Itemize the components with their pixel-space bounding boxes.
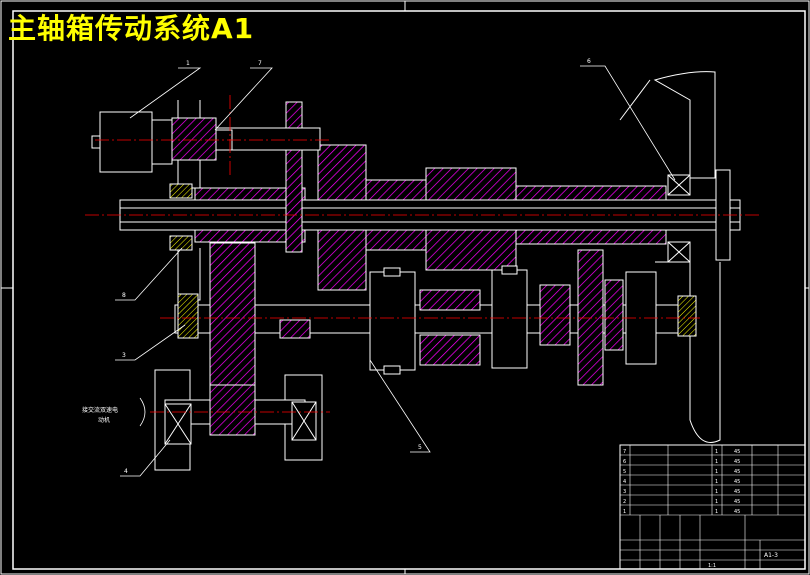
motor-housing: [91, 111, 173, 173]
part-no: 2: [623, 499, 626, 505]
annotation-line-2: 动机: [98, 416, 110, 424]
part-label-7: 7: [258, 60, 262, 67]
drawing-scale: 1:1: [708, 563, 716, 569]
annotation-line-1: 接交流双速电: [82, 406, 118, 414]
part-no: 6: [623, 459, 626, 465]
part-qty: 1: [715, 449, 718, 455]
housing-walls: [154, 71, 721, 471]
part-qty: 1: [715, 489, 718, 495]
part-material: 45: [734, 479, 740, 485]
drawing-title: 主轴箱传动系统A1: [8, 12, 255, 45]
parts-list-row: 5 1 45: [623, 469, 740, 475]
part-label-6: 6: [587, 58, 591, 65]
part-label-3: 3: [122, 352, 126, 359]
part-no: 3: [623, 489, 626, 495]
part-material: 45: [734, 489, 740, 495]
part-no: 4: [623, 479, 626, 485]
input-shaft: [171, 117, 321, 161]
part-no: 1: [623, 509, 626, 515]
drawing-number: A1-3: [764, 552, 778, 559]
part-material: 45: [734, 499, 740, 505]
part-material: 45: [734, 469, 740, 475]
parts-list-row: 7 1 45: [623, 449, 740, 455]
part-qty: 1: [715, 469, 718, 475]
part-qty: 1: [715, 479, 718, 485]
leader-lines: [115, 65, 676, 477]
parts-list-row: 2 1 45: [623, 499, 740, 505]
sliding-gears: [369, 265, 657, 375]
centerlines: [85, 95, 760, 413]
main-spindle: [119, 101, 741, 291]
part-no: 7: [623, 449, 626, 455]
part-label-4: 4: [124, 468, 128, 475]
part-no: 5: [623, 469, 626, 475]
part-label-8: 8: [122, 292, 126, 299]
parts-list-row: 3 1 45: [623, 489, 740, 495]
part-qty: 1: [715, 459, 718, 465]
motor-annotation: 接交流双速电 动机: [82, 397, 146, 427]
part-qty: 1: [715, 499, 718, 505]
part-material: 45: [734, 509, 740, 515]
parts-list-row: 1 1 45: [623, 509, 740, 515]
intermediate-shaft: [174, 242, 686, 399]
part-qty: 1: [715, 509, 718, 515]
parts-list: 7 1 45 6 1 45 5 1 45 4 1 45 3 1 45 2 1 4…: [623, 449, 740, 515]
part-label-5: 5: [418, 444, 422, 451]
part-labels: 1 7 6 8 3 4 5: [122, 58, 591, 475]
part-material: 45: [734, 449, 740, 455]
part-material: 45: [734, 459, 740, 465]
part-label-1: 1: [186, 60, 190, 67]
parts-list-row: 4 1 45: [623, 479, 740, 485]
parts-list-row: 6 1 45: [623, 459, 740, 465]
bearings: [164, 169, 731, 445]
title-block: [619, 444, 806, 570]
